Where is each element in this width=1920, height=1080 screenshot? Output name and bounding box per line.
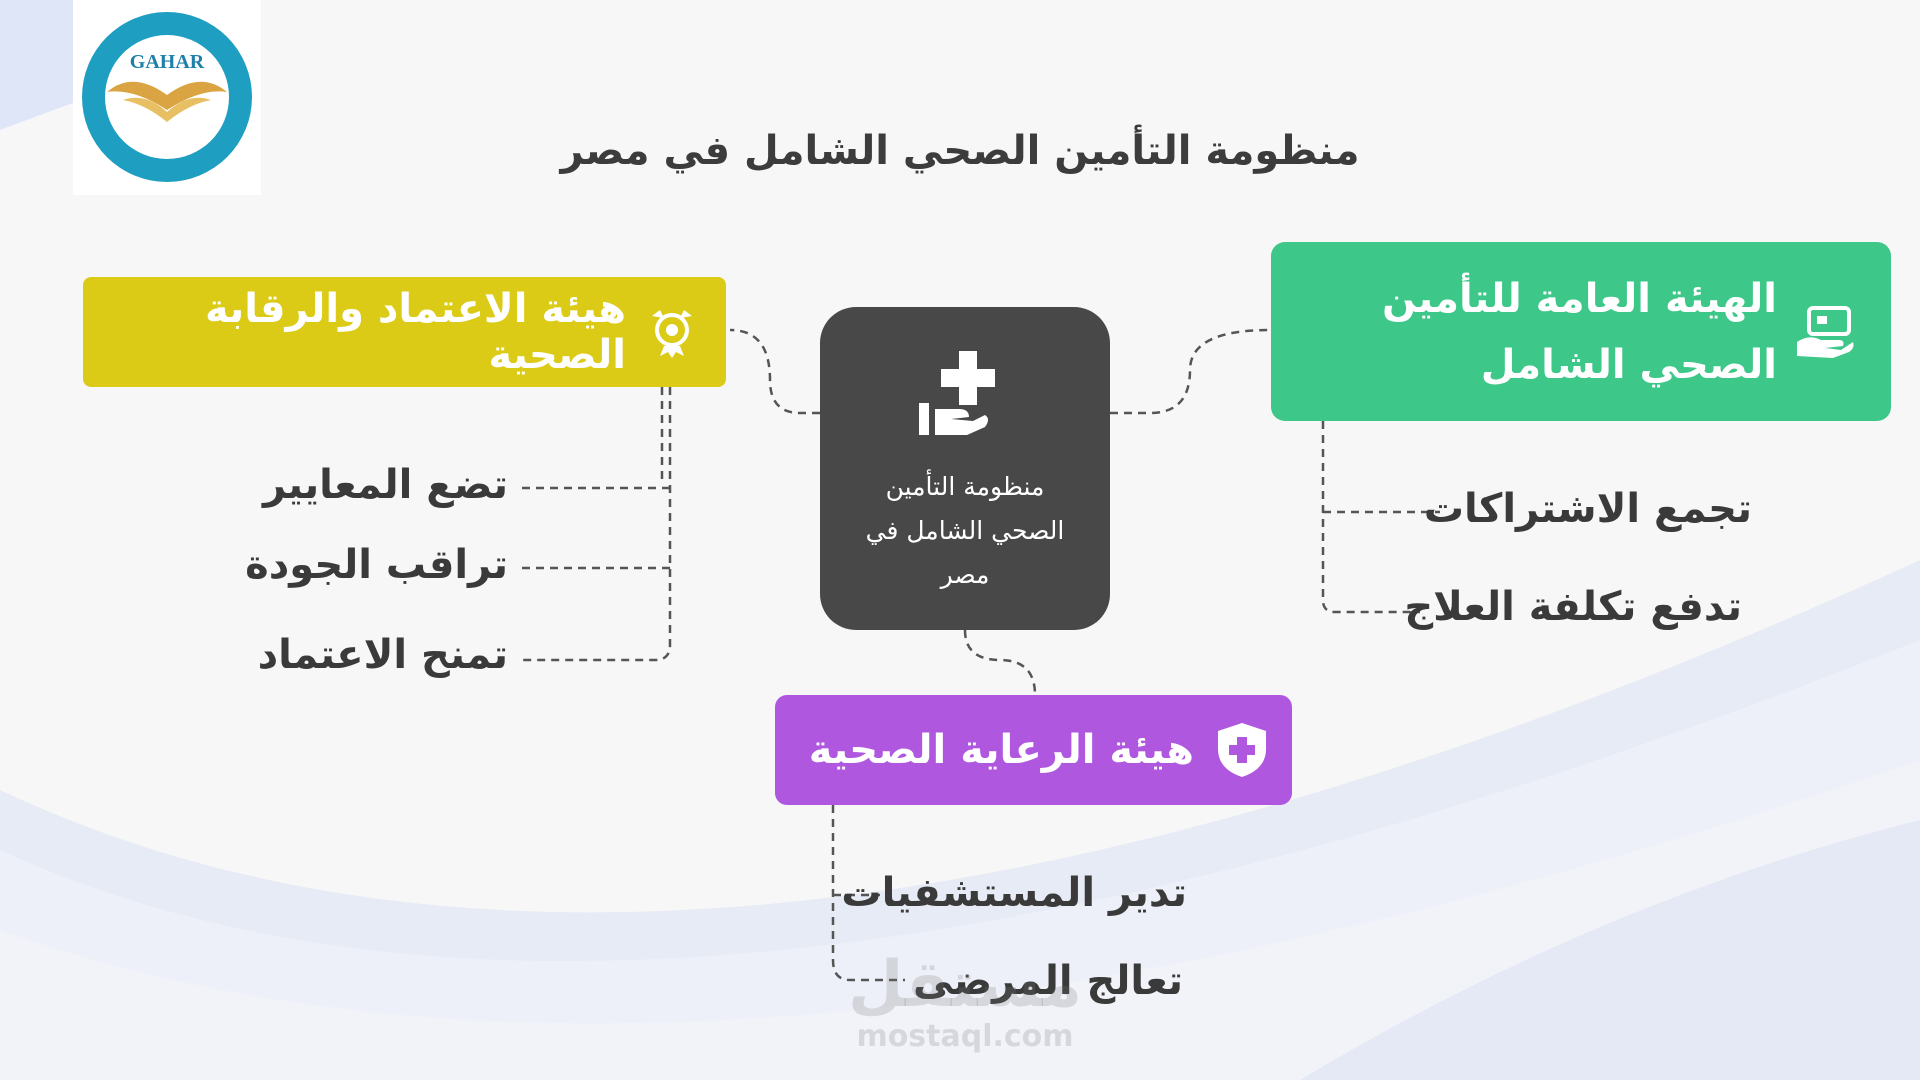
hand-plus-icon	[915, 347, 1015, 447]
node-insurance-label: الهيئة العامة للتأمين الصحي الشامل	[1381, 275, 1777, 388]
leaf-gahar-2: تراقب الجودة	[245, 542, 508, 588]
connector-center-care	[963, 629, 1037, 696]
leaf-gahar-1: تضع المعايير	[262, 462, 508, 508]
connector-gahar-items	[520, 387, 672, 662]
watermark: مستقل mostaql.com	[845, 950, 1085, 1070]
connector-center-insurance	[1110, 328, 1271, 415]
leaf-care-1: تدير المستشفيات	[841, 870, 1187, 916]
node-care-label: هيئة الرعاية الصحية	[808, 727, 1194, 773]
node-gahar-label: هيئة الاعتماد والرقابة الصحية	[205, 286, 626, 378]
leaf-insurance-2: تدفع تكلفة العلاج	[1404, 584, 1742, 630]
gahar-logo: GAHAR	[73, 0, 261, 195]
node-care: هيئة الرعاية الصحية	[775, 695, 1292, 805]
connector-center-gahar	[729, 328, 820, 415]
center-label: منظومة التأمين الصحي الشامل في مصر	[865, 472, 1065, 589]
seal-ribbon-icon	[646, 306, 698, 358]
logo-text: GAHAR	[130, 51, 205, 73]
hand-card-icon	[1795, 304, 1855, 360]
connector-care-items	[831, 805, 905, 982]
node-insurance: الهيئة العامة للتأمين الصحي الشامل	[1271, 242, 1891, 421]
center-node: منظومة التأمين الصحي الشامل في مصر	[820, 307, 1110, 630]
shield-plus-icon	[1216, 721, 1268, 779]
watermark-arabic: مستقل	[847, 948, 1083, 1022]
leaf-gahar-3: تمنح الاعتماد	[257, 632, 508, 678]
connector-insurance-items	[1321, 421, 1440, 614]
node-gahar: هيئة الاعتماد والرقابة الصحية	[83, 277, 726, 387]
leaf-care-2: تعالج المرضى	[913, 958, 1183, 1004]
leaf-insurance-1: تجمع الاشتراكات	[1423, 486, 1752, 532]
page-title: منظومة التأمين الصحي الشامل في مصر	[560, 128, 1360, 174]
watermark-latin: mostaql.com	[856, 1019, 1074, 1054]
